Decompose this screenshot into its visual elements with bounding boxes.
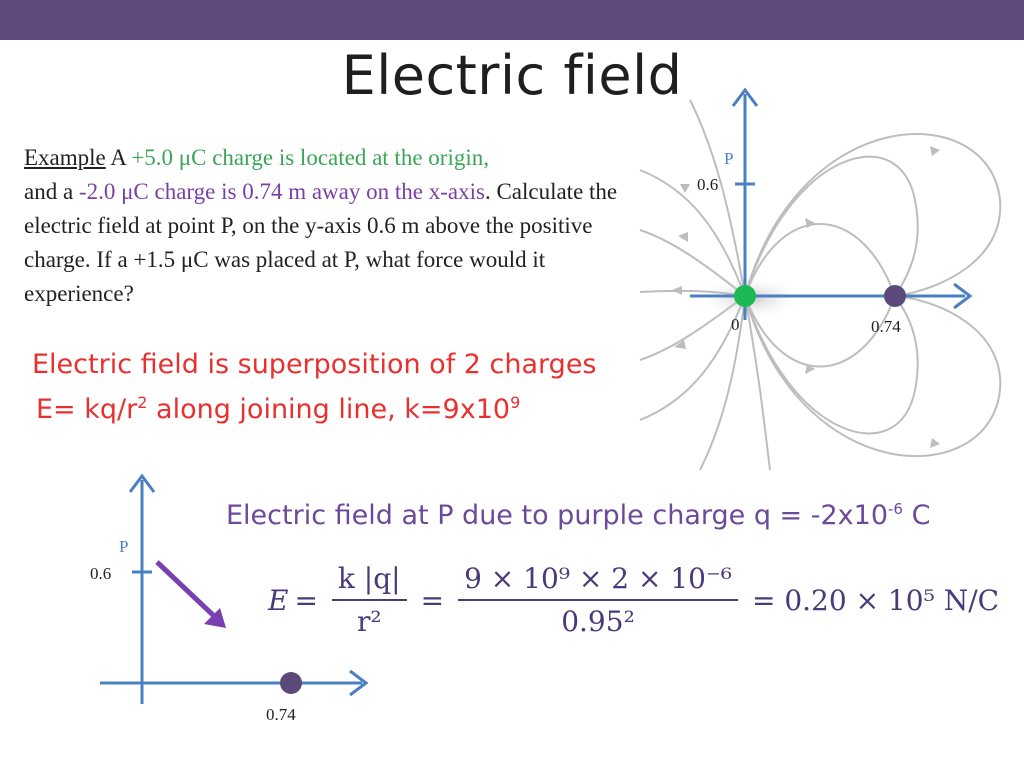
- k-exponent: 9: [510, 393, 521, 412]
- field-direction-arrow: [155, 560, 226, 628]
- numeric-fraction: 9 × 10⁹ × 2 × 10⁻⁶ 0.95²: [458, 562, 738, 638]
- equation-lhs: E: [268, 583, 289, 617]
- fraction-numerator: k |q|: [331, 562, 407, 601]
- bottom-axes: [100, 473, 369, 704]
- formula-k-text: along joining line, k=9x10: [147, 394, 511, 425]
- y-tick-label: 0.6: [697, 175, 718, 194]
- x-tick-label: 0.74: [871, 317, 901, 336]
- example-label: Example: [24, 145, 106, 170]
- origin-label: 0: [731, 315, 740, 334]
- formula-text: E= kq/r: [36, 394, 138, 425]
- y-tick-label: 0.6: [90, 564, 111, 583]
- coulomb-formula-note: E= kq/r2 along joining line, k=9x109: [36, 393, 520, 425]
- problem-text-3: . Calculate the electric field at point …: [24, 179, 618, 306]
- positive-charge-text: +5.0 μC charge is located at the origin,: [131, 145, 489, 170]
- superposition-note: Electric field is superposition of 2 cha…: [32, 349, 597, 380]
- heading-unit: C: [902, 500, 931, 531]
- heading-exponent: -6: [888, 500, 903, 518]
- slide-title: Electric field: [341, 44, 683, 107]
- title-bar: [0, 0, 1024, 40]
- field-line-diagram: P 0.6 0 0.74: [639, 87, 1002, 471]
- field-direction-diagram: P 0.6 0.74: [90, 473, 369, 724]
- negative-charge: [280, 672, 302, 694]
- fraction-denominator: 0.95²: [561, 605, 635, 638]
- coulomb-fraction: k |q| r²: [331, 562, 407, 638]
- field-calc-heading: Electric field at P due to purple charge…: [226, 500, 930, 531]
- fraction-denominator: r²: [356, 605, 382, 638]
- field-lines: [639, 99, 1002, 471]
- heading-text: Electric field at P due to purple charge…: [226, 500, 889, 531]
- positive-charge: [734, 285, 756, 307]
- negative-charge-text: -2.0 μC charge is 0.74 m away on the x-a…: [78, 179, 485, 204]
- problem-text-1: A: [105, 145, 132, 170]
- field-line-arrows: [672, 146, 940, 448]
- equation-result: = 0.20 × 10⁵ N/C: [751, 583, 1000, 617]
- problem-text-2: and a: [24, 179, 79, 204]
- fraction-numerator: 9 × 10⁹ × 2 × 10⁻⁶: [458, 562, 738, 601]
- negative-charge: [884, 285, 906, 307]
- point-p-label: P: [119, 537, 128, 556]
- equals-sign: =: [420, 583, 445, 617]
- formula-exponent: 2: [137, 393, 148, 412]
- problem-statement: Example A +5.0 μC charge is located at t…: [24, 141, 634, 311]
- point-p-label: P: [724, 149, 733, 168]
- x-tick-label: 0.74: [266, 705, 296, 724]
- field-equation: E = k |q| r² = 9 × 10⁹ × 2 × 10⁻⁶ 0.95² …: [268, 550, 1005, 650]
- equals-sign: =: [294, 583, 318, 617]
